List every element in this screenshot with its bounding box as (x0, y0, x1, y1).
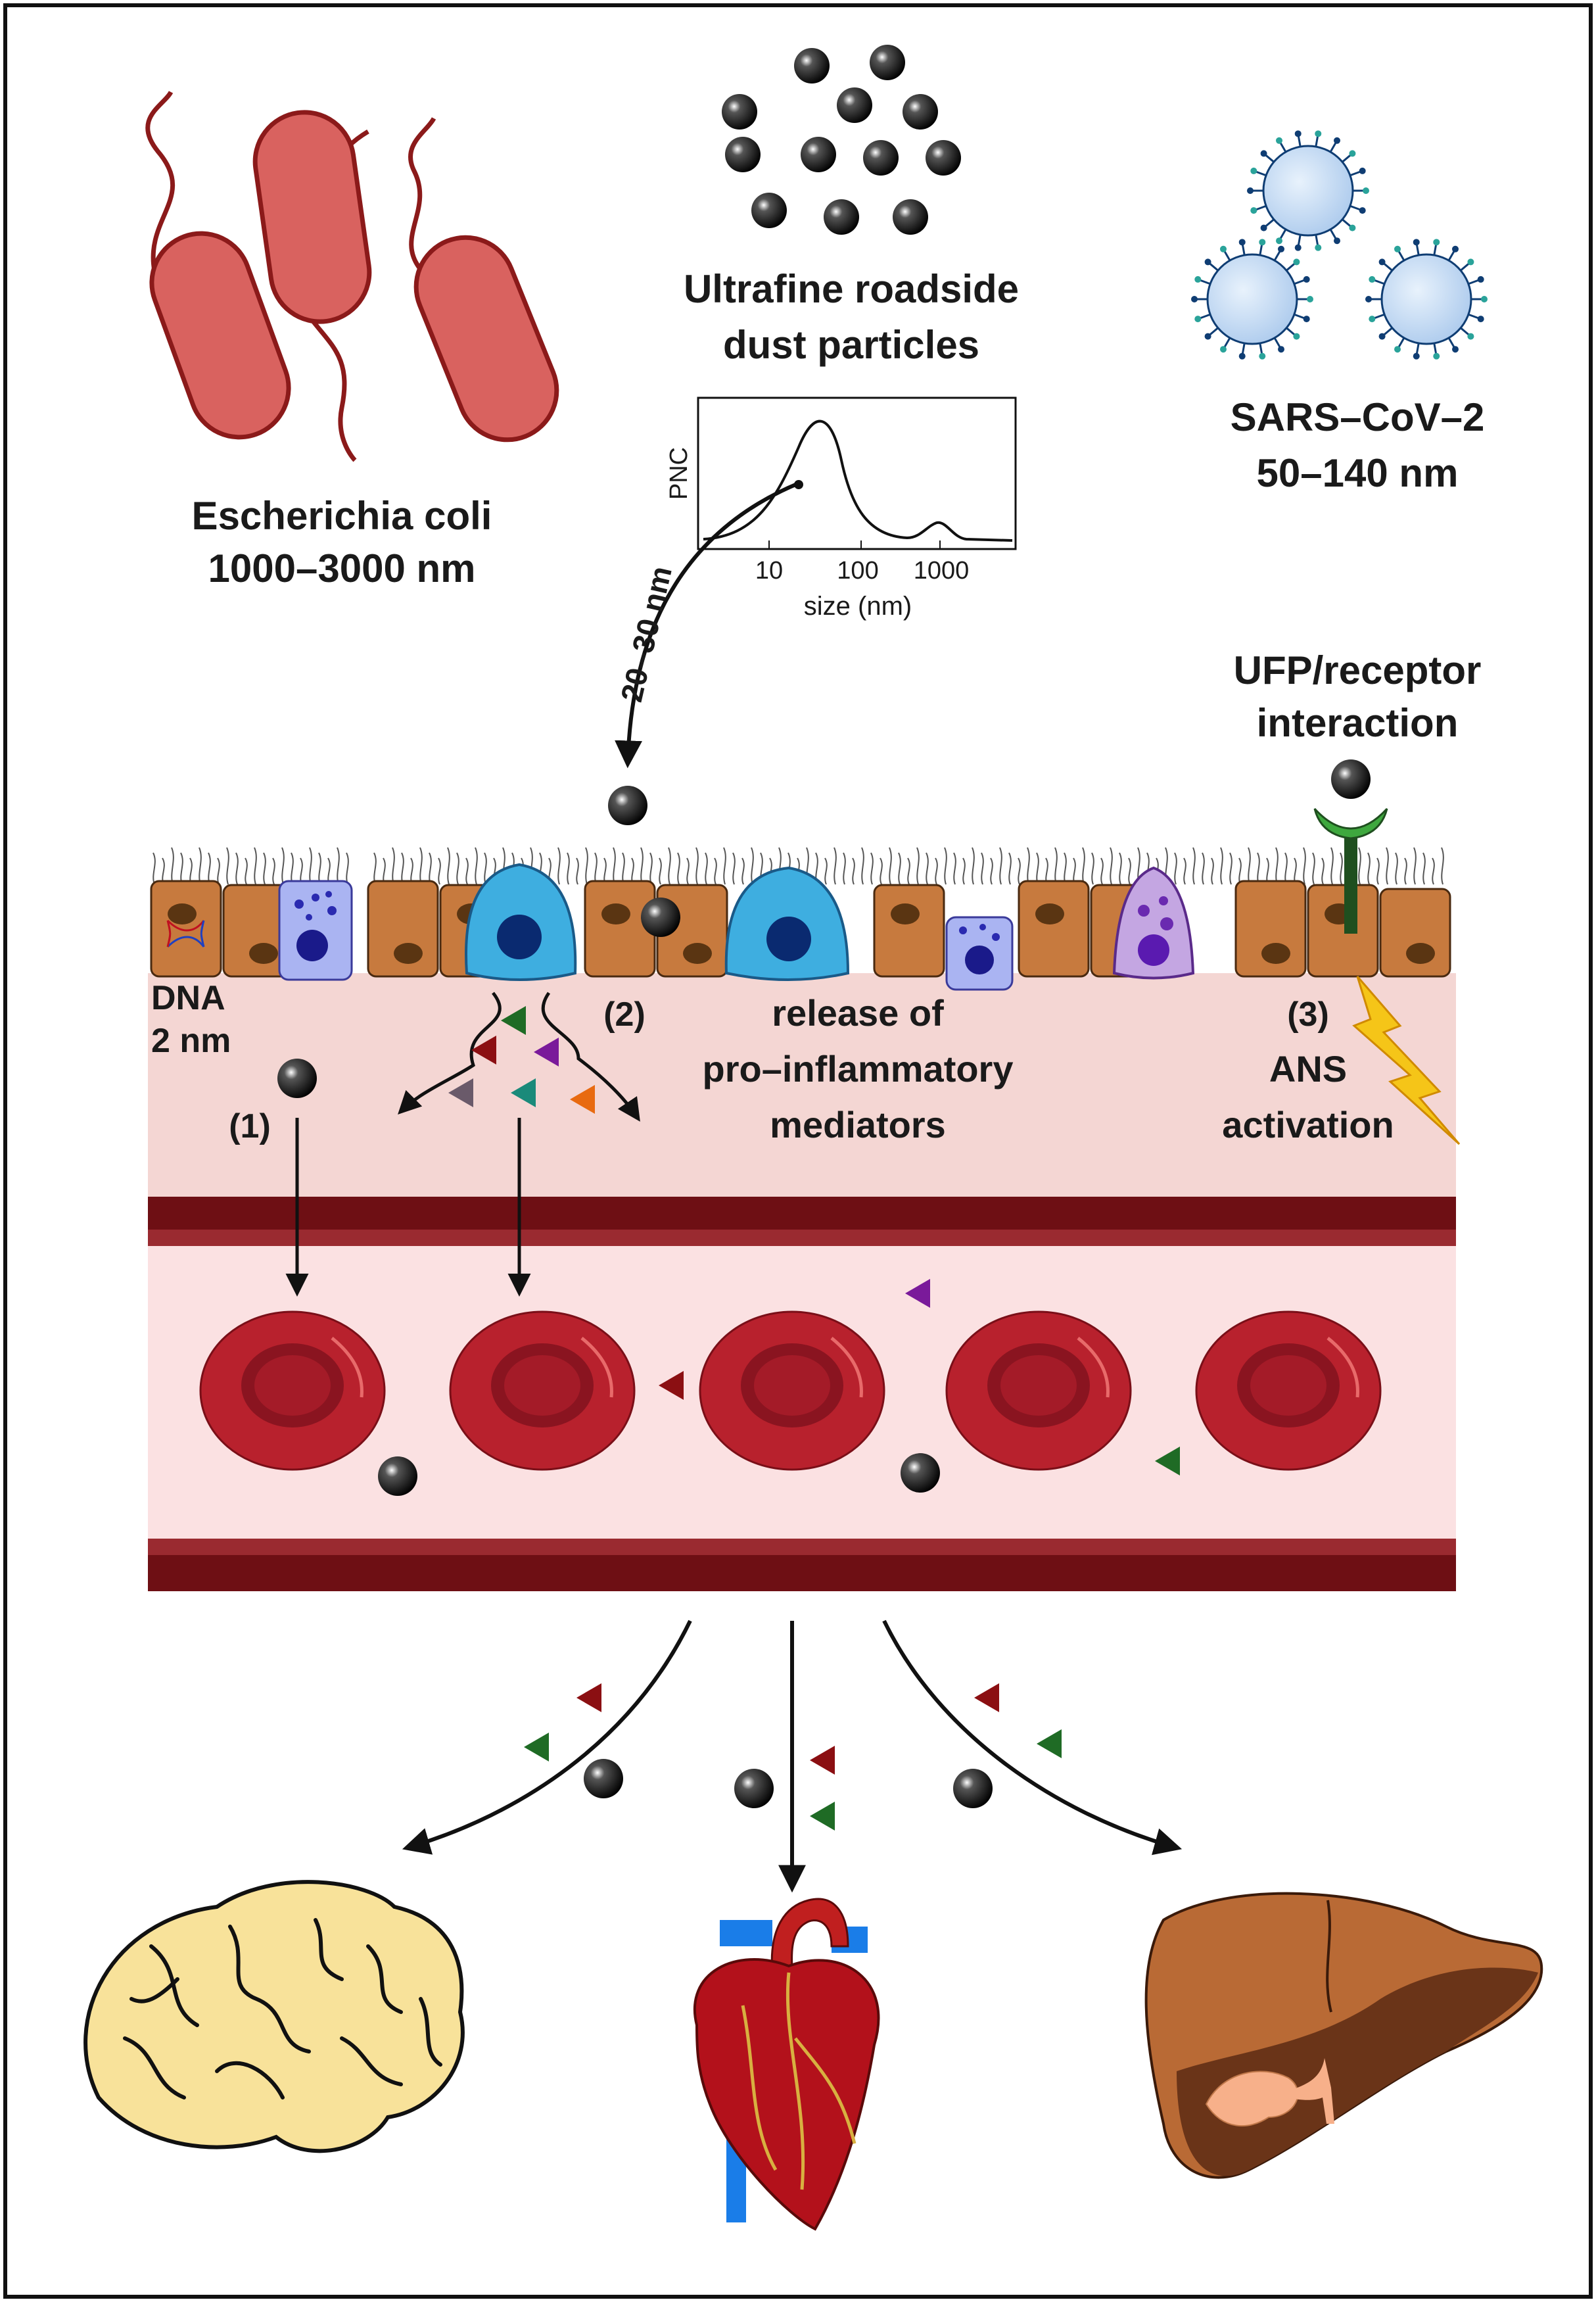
size-distribution-plot: PNC 10 100 1000 size (nm) (665, 396, 1017, 621)
mediators-organs (524, 1683, 1062, 1831)
dna-icon (166, 919, 205, 948)
mediators-tissue (448, 1006, 595, 1114)
release-label-line1: release of (772, 992, 944, 1034)
particle-entering (608, 786, 647, 825)
particle-organ-liver (953, 1769, 993, 1808)
size-arrow (615, 481, 800, 769)
immune-cells (465, 863, 850, 981)
plot-x-tick-100: 100 (837, 557, 878, 585)
goblet-cell-right (945, 916, 1014, 991)
receptor (1313, 807, 1388, 934)
brain (83, 1880, 465, 2153)
dust-particles (722, 45, 961, 235)
red-blood-cells (199, 1310, 1382, 1471)
step-1-label: (1) (229, 1107, 271, 1145)
ecoli-name-label: Escherichia coli (192, 494, 492, 538)
arrow-to-brain (402, 1619, 692, 1855)
ufp-particle-receptor (1331, 759, 1371, 799)
release-label-line3: mediators (770, 1104, 946, 1145)
sars-name-label: SARS–CoV–2 (1231, 395, 1485, 439)
ans-label-line1: ANS (1269, 1048, 1347, 1090)
ufp-label-line1: UFP/receptor (1234, 648, 1482, 692)
release-label-line2: pro–inflammatory (703, 1048, 1014, 1090)
ecoli-size-label: 1000–3000 nm (208, 546, 476, 590)
release-arrow-right (541, 992, 640, 1122)
plot-box (697, 396, 1017, 550)
plot-y-label: PNC (665, 447, 693, 500)
arrow-to-liver (882, 1619, 1183, 1856)
heart (693, 1898, 880, 2231)
particle-organ-brain (584, 1759, 623, 1798)
particle-organ-heart (734, 1769, 774, 1808)
dna-label-line2: 2 nm (151, 1022, 231, 1060)
plot-x-label: size (nm) (804, 592, 912, 621)
step-3-label: (3) (1287, 995, 1329, 1034)
mediators-blood (659, 1279, 1180, 1475)
lightning-icon (1352, 976, 1461, 1145)
liver (1144, 1892, 1543, 2179)
particle-in-cell (641, 898, 680, 937)
plot-x-tick-10: 10 (755, 557, 783, 585)
dust-label-line2: dust particles (723, 323, 979, 367)
dna-label-line1: DNA (151, 979, 225, 1017)
ans-label-line2: activation (1222, 1104, 1394, 1145)
ecoli-bacteria (145, 91, 559, 462)
virus-spikes (1191, 130, 1488, 360)
sars-cov-2-viruses (1206, 145, 1472, 345)
dust-label-line1: Ultrafine roadside (684, 267, 1019, 311)
plot-x-tick-1000: 1000 (914, 557, 970, 585)
step-2-label: (2) (603, 995, 645, 1034)
ufp-label-line2: interaction (1257, 701, 1459, 745)
particle-blood-1 (378, 1456, 417, 1496)
particle-tissue (277, 1059, 317, 1098)
particle-blood-2 (901, 1453, 940, 1493)
sars-size-label: 50–140 nm (1257, 451, 1459, 495)
goblet-cell-left (278, 880, 353, 981)
purple-cell (1112, 866, 1195, 980)
release-arrow-left (398, 992, 502, 1115)
tissue-layer (148, 973, 1456, 1197)
